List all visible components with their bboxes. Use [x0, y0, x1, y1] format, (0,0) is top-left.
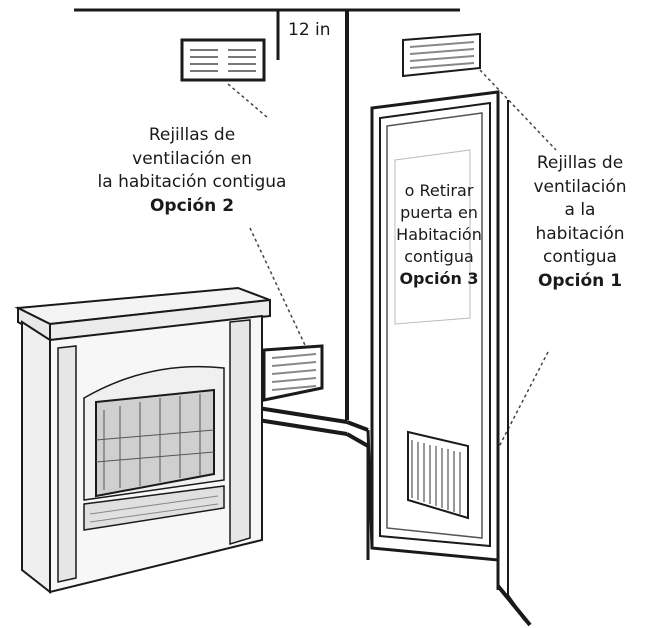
option1-line-2: ventilación	[533, 176, 627, 197]
option3-line-4: contigua	[404, 247, 474, 266]
pointer-opt2-bottom	[249, 227, 313, 361]
option1-line-3: a la	[564, 200, 596, 220]
vent-grille-top-left	[180, 38, 266, 82]
vent-grille-door	[407, 430, 469, 520]
baseboard-left	[257, 406, 369, 448]
option2-line-2: ventilación en	[132, 148, 252, 169]
option3-title: Opción 3	[399, 269, 479, 288]
door	[370, 90, 509, 596]
fireplace-illustration	[14, 286, 271, 595]
option1-line-1: Rejillas de	[536, 153, 624, 173]
vent-grille-top-right	[402, 32, 481, 78]
option1-line-5: contigua	[543, 247, 617, 267]
pointer-opt2-top	[227, 83, 269, 119]
option3-line-2: puerta en	[400, 203, 478, 222]
option2-line-3: la habitación contigua	[97, 172, 287, 192]
option2-callout: Rejillas de ventilación en la habitación…	[72, 124, 312, 218]
option1-line-4: habitación	[535, 223, 625, 244]
option3-line-1: o Retirar	[404, 181, 474, 200]
baseboard-right	[366, 429, 532, 627]
option1-callout: Rejillas de ventilación a la habitación …	[520, 152, 640, 293]
option3-callout: o Retirar puerta en Habitación contigua …	[384, 180, 494, 290]
dimension-label: 12 in	[286, 20, 333, 40]
option3-line-3: Habitación	[396, 225, 482, 244]
option2-title: Opción 2	[149, 195, 235, 216]
option2-line-1: Rejillas de	[148, 125, 236, 145]
option1-title: Opción 1	[537, 270, 623, 291]
vent-grille-low-left	[262, 344, 324, 402]
pointer-opt1-top	[479, 69, 557, 151]
